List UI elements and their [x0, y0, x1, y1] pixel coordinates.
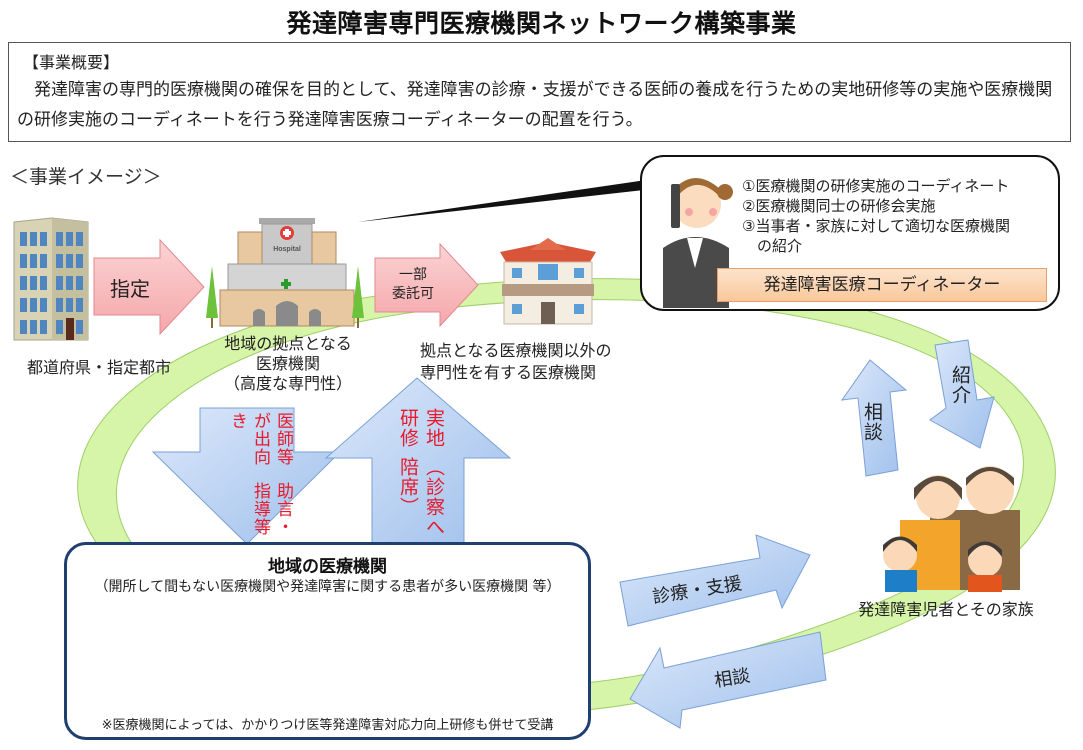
hub-hospital-label-line: （高度な専門性） [223, 374, 352, 393]
coordinator-task-item: ③当事者・家族に対して適切な医療機関 [742, 217, 1010, 235]
consult-up-label: 相談 [861, 402, 883, 442]
coordinator-label: 発達障害医療コーディネーター [717, 268, 1047, 302]
onsite-training-line: （診察へ陪席） [397, 457, 445, 538]
coordinator-task-list: ①医療機関の研修実施のコーディネート ②医療機関同士の研修会実施 ③当事者・家族… [742, 176, 1010, 256]
prefecture-label: 都道府県・指定都市 [26, 358, 171, 377]
hub-hospital-label-line: 医療機関 [255, 354, 320, 373]
section-heading: ＜事業イメージ＞ [10, 166, 162, 188]
dispatch-advice-label: 医師等が出向き助言・指導等 [225, 412, 294, 542]
svg-text:Hospital: Hospital [273, 246, 301, 253]
summary-body: 発達障害の専門的医療機関の確保を目的として、発達障害の診療・支援ができる医師の養… [17, 80, 1053, 130]
summary-box: 【事業概要】 発達障害の専門的医療機関の確保を目的として、発達障害の診療・支援が… [8, 42, 1071, 142]
local-institutions-box [64, 542, 591, 740]
hub-hospital-label: 地域の拠点となる 医療機関 （高度な専門性） [196, 334, 380, 394]
family-label: 発達障害児者とその家族 [858, 600, 1034, 619]
other-specialist-label-line: 専門性を有する医療機関 [420, 363, 597, 382]
consult-up-arrow [840, 359, 908, 477]
speech-bubble-tail [358, 178, 662, 222]
coordinator-task-item: の紹介 [742, 237, 803, 255]
consult-back-label: 相談 [712, 665, 752, 692]
page-title: 発達障害専門医療機関ネットワーク構築事業 [286, 9, 797, 38]
designate-arrow-label: 指定 [110, 277, 150, 301]
dispatch-advice-arrow [151, 407, 342, 545]
coordinator-task-item: ①医療機関の研修実施のコーディネート [742, 177, 1010, 195]
hospital-icon: Hospital [206, 218, 364, 328]
house-clinic-icon [500, 238, 596, 325]
family-icon [883, 466, 1020, 592]
coordinator-on-phone-icon [663, 178, 733, 308]
other-specialist-label-line: 拠点となる医療機関以外の [420, 341, 612, 360]
designate-arrow [93, 238, 205, 336]
consult-back-arrow [629, 631, 827, 729]
onsite-training-label: 実地研修 （診察へ陪席） [395, 408, 447, 543]
local-institutions-title: 地域の医療機関 [268, 557, 387, 577]
dispatch-advice-line: 助言・指導等 [250, 482, 293, 536]
dispatch-advice-line: 医師等が出向き [227, 412, 293, 466]
onsite-training-line: 実地研修 [397, 408, 445, 448]
local-institutions-note: ※医療機関によっては、かかりつけ医等発達障害対応力向上研修も併せて受講 [101, 718, 554, 733]
partial-delegation-line: 一部 [399, 267, 427, 283]
other-specialist-label: 拠点となる医療機関以外の 専門性を有する医療機関 [420, 340, 682, 384]
coordinator-task-item: ②医療機関同士の研修会実施 [742, 197, 936, 215]
care-support-arrow [619, 534, 811, 627]
referral-down-arrow [929, 339, 995, 449]
office-building-icon [13, 217, 89, 341]
referral-label: 紹介 [949, 365, 971, 405]
summary-heading: 【事業概要】 [23, 53, 120, 72]
hub-hospital-label-line: 地域の拠点となる [224, 334, 352, 353]
partial-delegation-arrow [374, 242, 479, 328]
partial-delegation-line: 委託可 [392, 286, 434, 302]
local-institutions-subtitle: （開所して間もない医療機関や発達障害に関する患者が多い医療機関 等） [94, 579, 561, 595]
partial-delegation-label: 一部 委託可 [388, 266, 438, 304]
